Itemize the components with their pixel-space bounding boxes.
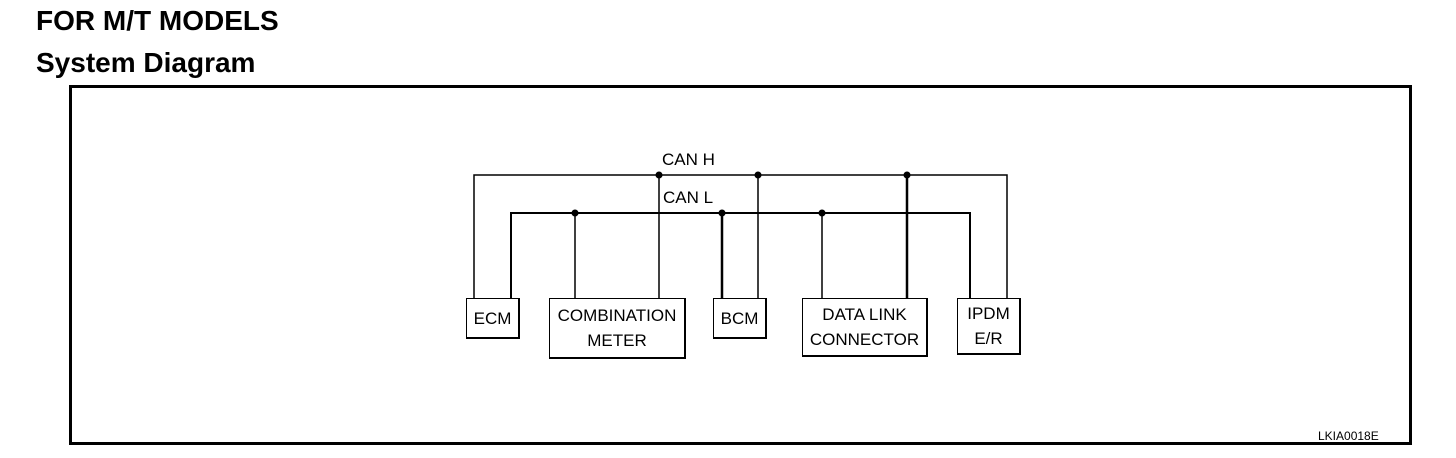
- can-l-wire: [510, 212, 971, 299]
- can-l-junction: [818, 209, 826, 217]
- bcm-label: BCM: [720, 308, 759, 328]
- ecm-label: ECM: [473, 308, 512, 328]
- can-h-label: CAN H: [662, 150, 715, 169]
- can-l-junction: [718, 209, 726, 217]
- data-link-connector-label-line2: CONNECTOR: [809, 330, 920, 349]
- can-h-junction: [903, 171, 911, 179]
- data-link-connector-module: DATA LINK CONNECTOR: [802, 298, 928, 357]
- diagram-frame: [69, 85, 1412, 445]
- section-heading: System Diagram: [36, 47, 256, 78]
- models-heading: FOR M/T MODELS: [36, 5, 279, 36]
- ecm-module: ECM: [466, 298, 520, 339]
- ipdm-er-module: IPDM E/R: [957, 298, 1021, 355]
- can-h-junction: [655, 171, 663, 179]
- combination-meter-label-line1: COMBINATION: [557, 306, 677, 325]
- can-h-junction: [754, 171, 762, 179]
- combination-meter-module: COMBINATION METER: [549, 298, 686, 359]
- ipdm-label-line1: IPDM: [967, 304, 1010, 323]
- can-h-wire: [473, 174, 1008, 299]
- combination-meter-label-line2: METER: [587, 331, 647, 350]
- data-link-connector-label-line1: DATA LINK: [822, 305, 907, 324]
- bcm-module: BCM: [713, 298, 767, 339]
- can-l-junction: [571, 209, 579, 217]
- can-l-label: CAN L: [663, 188, 714, 207]
- ipdm-label-line2: E/R: [974, 329, 1003, 348]
- reference-code: LKIA0018E: [1318, 429, 1379, 443]
